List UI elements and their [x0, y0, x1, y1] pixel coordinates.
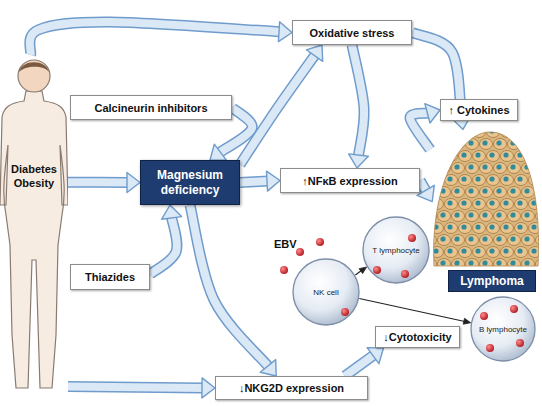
arrow-head [202, 378, 215, 398]
cell-circle: B lymphocyte [470, 296, 536, 362]
block-arrow [150, 205, 182, 274]
block-arrow [68, 378, 215, 398]
arrow-fill [30, 22, 280, 55]
person-outline [0, 55, 68, 390]
block-arrow [30, 22, 292, 55]
arrow-outline [410, 113, 430, 149]
node-label: Lymphoma [448, 270, 536, 292]
node-label: ↓NKG2D expression [239, 382, 344, 394]
virus-dot [280, 266, 288, 274]
block-arrow [345, 348, 384, 376]
cluster-base [434, 132, 539, 266]
cell-cluster [430, 126, 540, 294]
node-label: NK cell [313, 288, 338, 297]
arrow-head [210, 144, 226, 160]
arrow-head [349, 154, 369, 168]
annotation-label: EBV [274, 238, 297, 250]
arrow-fill [150, 217, 177, 275]
drug-box: Thiazides [70, 264, 150, 290]
node-label: Thiazides [85, 271, 135, 283]
arrow-fill [352, 45, 364, 156]
block-arrow [240, 171, 280, 191]
arrow-outline [68, 177, 128, 188]
person-body [0, 91, 68, 388]
arrow-fill [410, 113, 430, 149]
block-arrow [410, 104, 440, 150]
cell-membrane [363, 217, 429, 283]
arrow-head [359, 267, 367, 274]
process-box: ↑ Cytokines [440, 99, 518, 121]
process-box: ↑NFκB expression [280, 168, 420, 193]
node-label: ↑ Cytokines [448, 104, 509, 116]
process-box: ↓Cytotoxicity [375, 326, 460, 348]
arrow-head [367, 348, 383, 364]
cell-circle: NK cell [292, 258, 360, 326]
arrow-fill [345, 355, 374, 376]
arrow-fill [240, 55, 315, 165]
arrow-outline [240, 55, 315, 165]
cell-membrane [471, 297, 535, 361]
process-box: ↓NKG2D expression [215, 376, 368, 400]
arrow-head [267, 171, 281, 191]
node-label: Magnesium deficiency [141, 168, 239, 197]
virus-dot [316, 238, 324, 246]
arrow-fill [68, 178, 128, 186]
arrow-head [260, 360, 276, 376]
person-hair [19, 62, 49, 72]
cell-circle: T lymphocyte [362, 216, 430, 284]
block-arrow [349, 45, 369, 168]
arrow-outline [240, 181, 268, 182]
node-label: Oxidative stress [310, 27, 395, 39]
tumor-cluster: Lymphoma [430, 126, 540, 294]
arrow-outline [190, 205, 269, 367]
arrow-head [306, 45, 322, 61]
arrow-outline [30, 22, 280, 55]
node-label: B lymphocyte [479, 325, 527, 334]
virus-dot [296, 248, 304, 256]
arrow-fill [190, 205, 269, 367]
arrow-fill [68, 387, 203, 388]
patient-figure: Diabetes Obesity [0, 55, 68, 390]
arrow-head [425, 104, 440, 123]
arrow-outline [420, 181, 426, 192]
arrow-outline [352, 45, 364, 156]
arrow-outline [68, 387, 203, 388]
block-arrow [68, 173, 140, 193]
arrow-fill [240, 181, 268, 182]
thin-connector [359, 299, 470, 325]
drug-box: Calcineurin inhibitors [70, 95, 232, 120]
arrow-outline [345, 355, 374, 376]
arrow-head [463, 318, 471, 324]
arrow-head [127, 173, 140, 193]
cluster-cells [434, 132, 539, 266]
arrow-outline [150, 217, 177, 275]
process-box: Oxidative stress [292, 20, 412, 45]
cell-membrane [293, 259, 359, 325]
node-label: ↓Cytotoxicity [383, 331, 451, 343]
thin-connector [355, 267, 366, 275]
connector-line [359, 299, 465, 322]
person-head [18, 60, 50, 92]
arrow-head [278, 22, 292, 42]
node-label: Calcineurin inhibitors [94, 102, 207, 114]
arrow-fill [420, 181, 426, 192]
central-box: Magnesium deficiency [140, 160, 240, 205]
node-label: Diabetes Obesity [6, 163, 62, 191]
arrow-head [162, 205, 182, 219]
node-label: T lymphocyte [372, 246, 419, 255]
block-arrow [190, 205, 276, 376]
node-label: ↑NFκB expression [302, 175, 397, 187]
block-arrow [240, 45, 323, 165]
